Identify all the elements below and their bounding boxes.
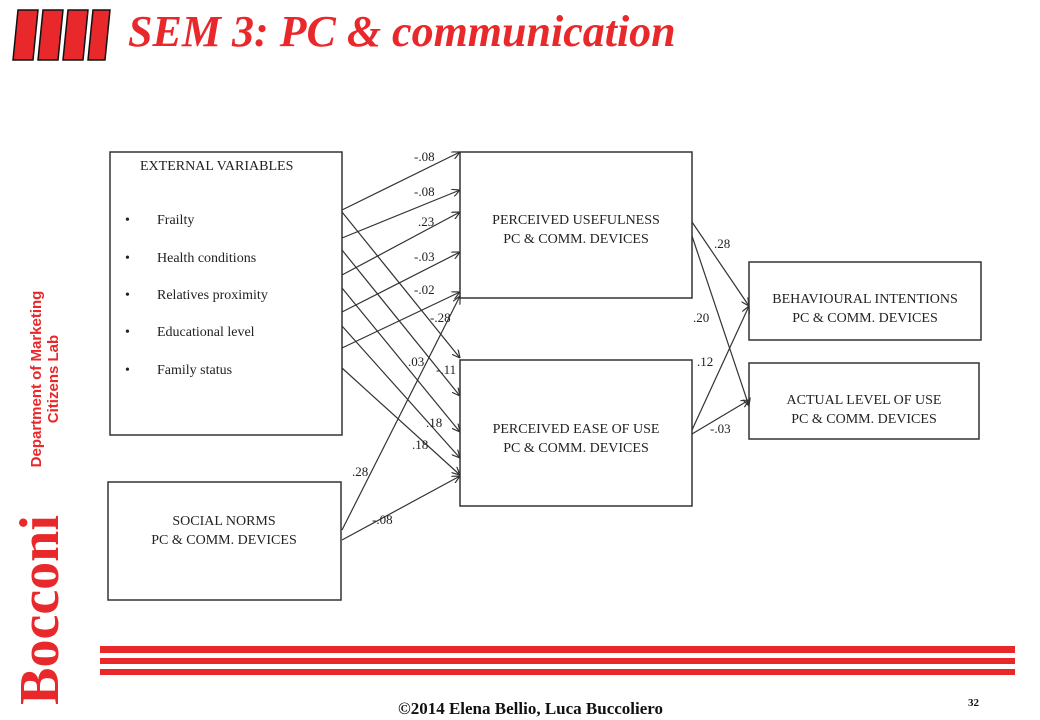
path-arrow <box>341 367 460 475</box>
list-item: Health conditions <box>157 251 256 266</box>
path-arrow <box>341 252 460 313</box>
page-title: SEM 3: PC & communication <box>128 7 676 56</box>
coef-label: -.02 <box>414 282 435 297</box>
list-item: Family status <box>157 363 232 378</box>
external-variables-box <box>109 151 343 436</box>
path-arrow <box>341 296 460 531</box>
intentions-line-2: PC & COMM. DEVICES <box>792 311 937 326</box>
coef-label: .23 <box>418 214 434 229</box>
coef-label: -.03 <box>710 421 731 436</box>
coef-label: .18 <box>426 415 442 430</box>
social-norms-box <box>107 481 342 601</box>
social-norms-line-1: SOCIAL NORMS <box>172 514 275 529</box>
path-arrow <box>341 211 460 358</box>
coef-label: -.08 <box>414 149 435 164</box>
coef-label: .03 <box>408 354 424 369</box>
path-arrow <box>691 306 749 431</box>
coef-label: -.03 <box>414 249 435 264</box>
actual-use-line-1: ACTUAL LEVEL OF USE <box>787 393 942 408</box>
list-item: Frailty <box>157 213 194 228</box>
coef-label: .28 <box>352 464 368 479</box>
bullet-icon: • <box>125 363 130 378</box>
usefulness-line-1: PERCEIVED USEFULNESS <box>492 213 660 228</box>
coef-label: -.28 <box>430 310 451 325</box>
actual-use-line-2: PC & COMM. DEVICES <box>791 412 936 427</box>
coef-label: .20 <box>693 310 709 325</box>
coef-label: .28 <box>714 236 730 251</box>
external-variables-title: EXTERNAL VARIABLES <box>140 159 293 174</box>
usefulness-line-2: PC & COMM. DEVICES <box>503 232 648 247</box>
social-norms-line-2: PC & COMM. DEVICES <box>151 533 296 548</box>
ease-line-1: PERCEIVED EASE OF USE <box>493 422 660 437</box>
copyright-text: ©2014 Elena Bellio, Luca Buccoliero <box>398 699 664 718</box>
path-arrow <box>691 235 749 406</box>
intentions-line-1: BEHAVIOURAL INTENTIONS <box>772 292 958 307</box>
path-arrow <box>341 476 460 541</box>
ease-line-2: PC & COMM. DEVICES <box>503 441 648 456</box>
list-item: Relatives proximity <box>157 288 268 303</box>
path-arrow <box>341 325 460 458</box>
bullet-icon: • <box>125 251 130 266</box>
path-arrow <box>341 249 460 396</box>
path-arrow <box>341 287 460 432</box>
bullet-icon: • <box>125 325 130 340</box>
coef-label: .18 <box>412 437 428 452</box>
coef-label: -.08 <box>372 512 393 527</box>
path-arrow <box>341 190 460 239</box>
path-arrow <box>341 212 460 276</box>
logo-stripes <box>12 9 111 61</box>
bullet-icon: • <box>125 288 130 303</box>
list-item: Educational level <box>157 325 255 340</box>
path-arrow <box>341 152 460 211</box>
path-arrow <box>691 400 749 435</box>
perceived-usefulness-box <box>459 151 693 299</box>
page-number: 32 <box>968 697 979 709</box>
coef-label: -.11 <box>436 362 456 377</box>
bullet-icon: • <box>125 213 130 228</box>
path-arrow <box>691 221 749 306</box>
coef-label: -.08 <box>414 184 435 199</box>
coef-label: .12 <box>697 354 713 369</box>
path-arrow <box>341 292 460 349</box>
